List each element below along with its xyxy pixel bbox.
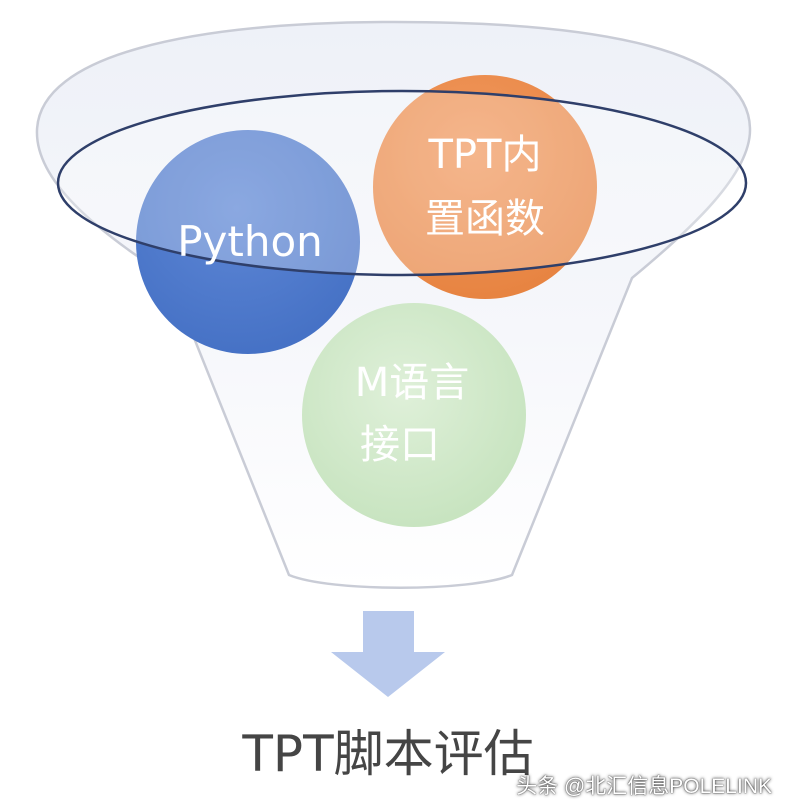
tpt-builtin-circle [373,75,597,299]
m-language-circle [302,303,526,527]
python-circle [136,130,360,354]
funnel-rim [56,89,748,277]
output-label: TPT脚本评估 [241,725,533,783]
m-language-label-line1: M语言 [355,360,470,406]
tpt-builtin-label-line2: 置函数 [425,196,545,242]
funnel-rim-glass [58,91,746,275]
watermark: 头条 @北汇信息POLELINK [516,775,772,798]
python-label: Python [177,217,323,266]
m-language-label-line2: 接口 [360,422,440,468]
down-arrow-icon [331,611,445,697]
tpt-builtin-label-line1: TPT内 [428,132,542,178]
